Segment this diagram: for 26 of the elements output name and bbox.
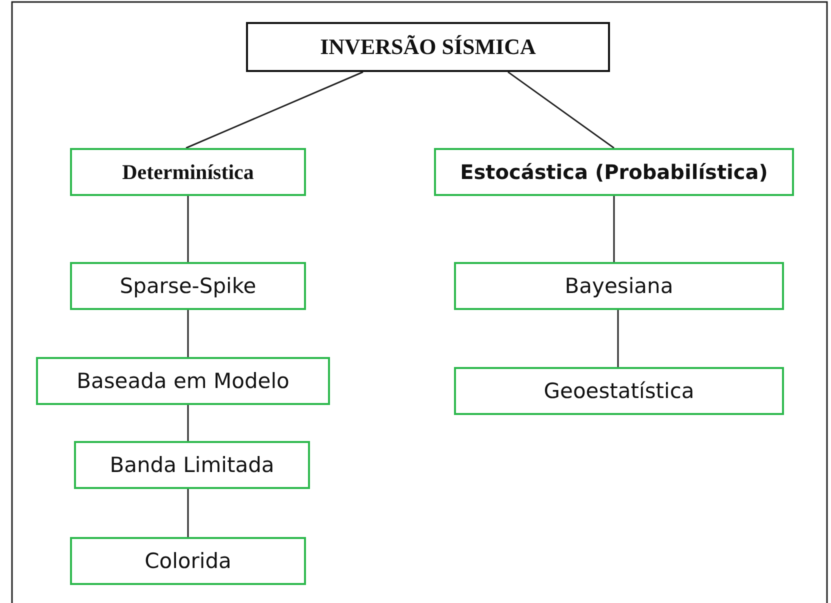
node-label: INVERSÃO SÍSMICA — [320, 34, 536, 60]
node-label: Estocástica (Probabilística) — [460, 160, 768, 184]
method-box — [70, 537, 306, 585]
node-label: Baseada em Modelo — [76, 369, 290, 393]
category-box — [434, 148, 794, 196]
connector-line — [187, 489, 189, 537]
node-label: Determinística — [122, 160, 254, 184]
connector-line — [613, 196, 615, 262]
connector-line — [187, 405, 189, 441]
title-box — [246, 22, 610, 72]
method-box — [74, 441, 310, 489]
node-label: Bayesiana — [564, 274, 674, 298]
connector-line — [617, 310, 619, 367]
connector-line — [508, 71, 614, 149]
method-box — [454, 367, 784, 415]
category-box — [70, 148, 306, 196]
connector-line — [187, 196, 189, 262]
connector-line — [187, 310, 189, 357]
node-label: Sparse-Spike — [120, 274, 256, 298]
method-box — [454, 262, 784, 310]
method-box — [36, 357, 330, 405]
node-label: Banda Limitada — [110, 453, 274, 477]
method-box — [70, 262, 306, 310]
node-label: Colorida — [144, 549, 232, 573]
connector-line — [186, 71, 364, 149]
node-label: Geoestatística — [544, 379, 694, 403]
